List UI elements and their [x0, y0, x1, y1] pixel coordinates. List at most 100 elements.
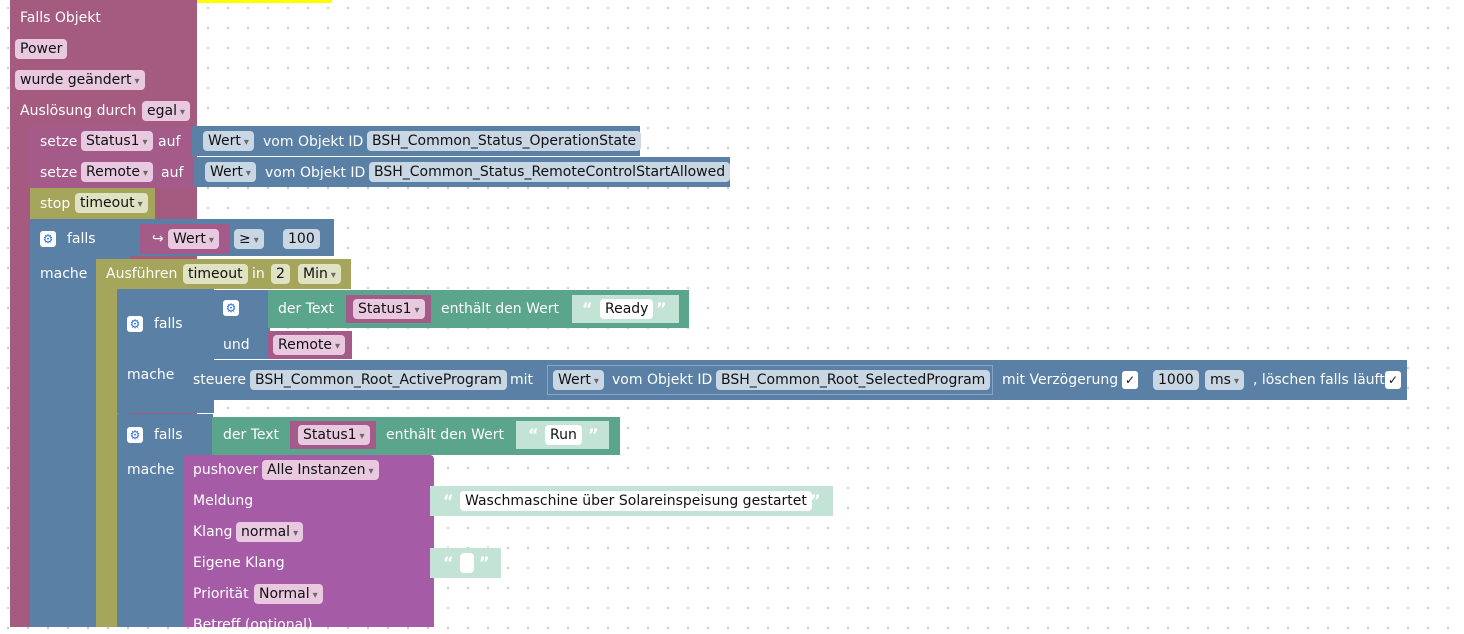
value-attribute-dropdown[interactable]: Wert▾ [553, 370, 604, 390]
control-object-id-field[interactable]: BSH_Common_Root_ActiveProgram [250, 370, 507, 390]
auf-label: auf [158, 134, 181, 150]
chevron-down-icon: ▾ [335, 341, 341, 352]
mache-label: mache [127, 367, 175, 383]
stop-label: stop [40, 196, 71, 212]
chevron-down-icon: ▾ [253, 235, 259, 246]
gear-icon[interactable]: ⚙ [223, 300, 239, 316]
contains-label: enthält den Wert [441, 301, 559, 317]
chevron-down-icon: ▾ [143, 168, 149, 179]
delay-value-field[interactable]: 1000 [1153, 370, 1199, 390]
quote-close-icon: ” [588, 425, 599, 444]
variable-arrow-icon: ↪ [152, 231, 164, 247]
und-label: und [223, 337, 250, 353]
timeout-name-dropdown[interactable]: timeout▾ [75, 193, 148, 213]
custom-sound-field[interactable] [460, 553, 474, 573]
quote-close-icon: ” [656, 299, 667, 318]
object-id-label: vom Objekt ID [265, 165, 366, 181]
delay-label: mit Verzögerung [1002, 372, 1119, 388]
mit-label: mit [510, 372, 534, 388]
and-block[interactable] [212, 290, 270, 359]
chevron-down-icon: ▾ [414, 305, 420, 316]
chevron-down-icon: ▾ [208, 235, 214, 246]
clear-running-label: , löschen falls läuft [1253, 372, 1385, 388]
message-field[interactable]: Waschmaschine über Solareinspeisung gest… [460, 491, 812, 511]
falls-label: falls [154, 427, 183, 443]
gear-icon[interactable]: ⚙ [40, 231, 56, 247]
comparison-operator-dropdown[interactable]: ≥▾ [234, 229, 264, 249]
variable-dropdown-status1[interactable]: Status1▾ [298, 425, 370, 445]
pushover-instance-dropdown[interactable]: Alle Instanzen▾ [262, 460, 379, 480]
chevron-down-icon: ▾ [312, 590, 318, 601]
chevron-down-icon: ▾ [293, 528, 299, 539]
sound-label: Klang [193, 524, 233, 540]
quote-open-icon: “ [528, 425, 539, 444]
der-text-label: der Text [278, 301, 335, 317]
variable-dropdown-wert[interactable]: Wert▾ [168, 229, 219, 249]
value-attribute-dropdown[interactable]: Wert▾ [203, 131, 254, 151]
custom-sound-label: Eigene Klang [193, 555, 285, 571]
object-id-field-operationstate[interactable]: BSH_Common_Status_OperationState [367, 131, 642, 151]
variable-dropdown-status1[interactable]: Status1▾ [353, 299, 425, 319]
priority-label: Priorität [193, 586, 249, 602]
object-id-label: vom Objekt ID [263, 134, 364, 150]
string-field-run[interactable]: Run [545, 425, 582, 445]
string-field-ready[interactable]: Ready [600, 299, 654, 319]
timeout-value-field[interactable]: 2 [271, 264, 290, 284]
steuere-label: steuere [193, 372, 246, 388]
quote-open-icon: “ [582, 299, 593, 318]
quote-close-icon: ” [810, 491, 821, 510]
value-attribute-dropdown[interactable]: Wert▾ [205, 162, 256, 182]
quote-open-icon: “ [443, 553, 454, 572]
delay-unit-dropdown[interactable]: ms▾ [1205, 370, 1244, 390]
get-value-block-selectedprogram[interactable] [547, 365, 993, 395]
subject-label: Betreff (optional) [193, 617, 313, 633]
object-id-field-remotecontrol[interactable]: BSH_Common_Status_RemoteControlStartAllo… [369, 162, 731, 182]
contains-label: enthält den Wert [386, 427, 504, 443]
variable-dropdown-remote[interactable]: Remote▾ [273, 335, 346, 355]
chevron-down-icon: ▾ [134, 76, 140, 87]
chevron-down-icon: ▾ [142, 137, 148, 148]
set-label: setze [40, 134, 78, 150]
clear-running-checkbox[interactable]: ✓ [1385, 371, 1401, 389]
priority-dropdown[interactable]: Normal▾ [254, 584, 323, 604]
chevron-down-icon: ▾ [593, 376, 599, 387]
object-id-label: vom Objekt ID [612, 372, 713, 388]
quote-close-icon: ” [479, 553, 490, 572]
timeout-unit-dropdown[interactable]: Min▾ [298, 264, 341, 284]
timeout-name-field[interactable]: timeout [183, 264, 248, 284]
quote-open-icon: “ [443, 491, 454, 510]
chevron-down-icon: ▾ [368, 466, 374, 477]
chevron-down-icon: ▾ [330, 270, 336, 281]
variable-dropdown-remote[interactable]: Remote▾ [81, 162, 154, 182]
number-field[interactable]: 100 [283, 229, 320, 249]
chevron-down-icon: ▾ [1233, 376, 1239, 387]
der-text-label: der Text [223, 427, 280, 443]
auf-label: auf [161, 165, 184, 181]
mache-label: mache [127, 462, 175, 478]
timeout-block[interactable] [96, 259, 118, 627]
trigger-cause-label: Auslösung durch [20, 103, 137, 119]
falls-label: falls [67, 231, 96, 247]
in-label: in [252, 266, 265, 282]
trigger-object-field[interactable]: Power [15, 39, 68, 59]
object-id-field-selectedprogram[interactable]: BSH_Common_Root_SelectedProgram [716, 370, 991, 390]
mache-label: mache [40, 266, 88, 282]
chevron-down-icon: ▾ [179, 107, 185, 118]
gear-icon[interactable]: ⚙ [127, 316, 143, 332]
pushover-label: pushover [193, 462, 259, 478]
sound-dropdown[interactable]: normal▾ [236, 522, 304, 542]
set-label: setze [40, 165, 78, 181]
message-label: Meldung [193, 493, 254, 509]
trigger-cause-dropdown[interactable]: egal▾ [142, 101, 190, 121]
execute-label: Ausführen [106, 266, 178, 282]
variable-dropdown-status1[interactable]: Status1▾ [81, 131, 153, 151]
chevron-down-icon: ▾ [137, 199, 143, 210]
falls-label: falls [154, 316, 183, 332]
chevron-down-icon: ▾ [359, 431, 365, 442]
trigger-event-dropdown[interactable]: wurde geändert▾ [15, 70, 145, 90]
delay-checkbox[interactable]: ✓ [1122, 371, 1138, 389]
chevron-down-icon: ▾ [243, 137, 249, 148]
trigger-title: Falls Objekt [20, 10, 101, 26]
chevron-down-icon: ▾ [245, 168, 251, 179]
gear-icon[interactable]: ⚙ [127, 427, 143, 443]
